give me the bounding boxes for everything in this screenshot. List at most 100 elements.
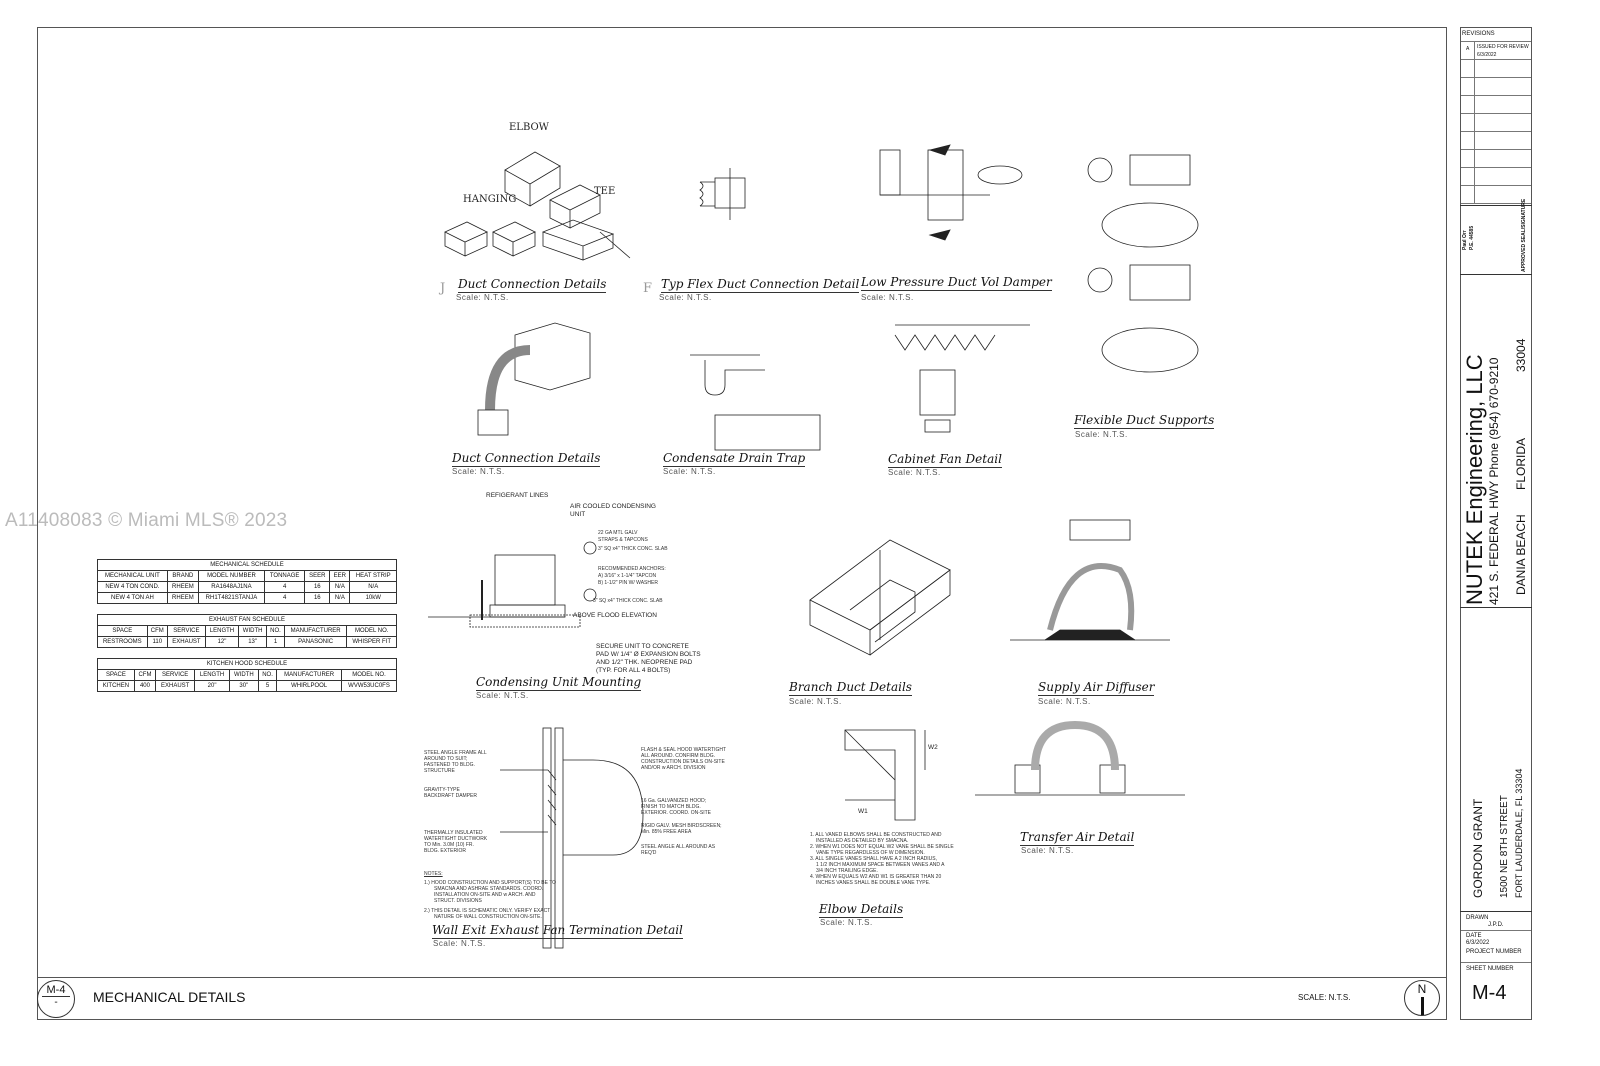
detail-scale-condensate: Scale: N.T.S. (663, 467, 716, 476)
schedule-header: SPACE (97, 669, 135, 681)
detail-title-elbow: Elbow Details (819, 902, 904, 918)
seal-box (1460, 205, 1532, 275)
schedule-header: CFM (146, 625, 168, 637)
schedule-header: WIDTH (238, 625, 268, 637)
wee-label: FASTENED TO BLDG. (424, 762, 475, 768)
schedule-header: SERVICE (166, 625, 206, 637)
flexible-duct-support-drawing (1087, 154, 1199, 373)
detail-title-damper: Low Pressure Duct Vol Damper (861, 275, 1052, 291)
table-row: KITCHEN 400 EXHAUST 20" 30" 5 WHIRLPOOL … (97, 680, 397, 692)
rev-line (1461, 149, 1531, 150)
cum-label: (TYP. FOR ALL 4 BOLTS) (596, 667, 671, 674)
wee-note: STRUCT. DIVISIONS (434, 898, 482, 904)
detail-scale-flex-supports: Scale: N.T.S. (1075, 430, 1128, 439)
wee-label: EXTERIOR. COORD. ON-SITE (641, 810, 712, 816)
schedule-header: WIDTH (228, 669, 259, 681)
detail-title-condensate: Condensate Drain Trap (663, 451, 806, 467)
detail-scale-f: Scale: N.T.S. (659, 293, 712, 302)
detail-scale-branch-duct: Scale: N.T.S. (789, 697, 842, 706)
cum-label: 22 GA MTL GALV (598, 530, 638, 536)
schedule-header: BRAND (166, 570, 199, 582)
elbow-note: 3/4 INCH TRAILING EDGE. (816, 868, 878, 874)
wee-label: FLASH & SEAL HOOD WATERTIGHT (641, 747, 727, 753)
cum-label: 3" SQ x4" THICK CONC. SLAB (593, 598, 663, 604)
elbow-note: VANE TYPE REGARDLESS OF W DIMENSION. (816, 850, 925, 856)
north-arrow-icon: N (1404, 980, 1440, 1016)
schedule-cell: 12" (204, 636, 240, 648)
sheet-id: M-4 (42, 984, 70, 997)
schedule-header: NO. (266, 625, 285, 637)
schedule-header: NO. (257, 669, 278, 681)
schedule-cell: N/A (349, 581, 397, 593)
cum-label: AIR COOLED CONDENSING (570, 503, 656, 510)
wee-label: REQ'D (641, 850, 657, 856)
rev-desc: ISSUED FOR REVIEW (1477, 44, 1529, 50)
flex-duct-drawing-f (699, 168, 746, 220)
drawn-value: J.P.D. (1488, 922, 1504, 928)
supply-air-diffuser-drawing (1010, 519, 1170, 641)
detail-scale-damper: Scale: N.T.S. (861, 293, 914, 302)
detail-scale-transfer-air: Scale: N.T.S. (1021, 846, 1074, 855)
wee-label: AROUND TO SUIT; (424, 756, 468, 762)
rev-line (1461, 113, 1531, 114)
drawing-canvas (428, 144, 1199, 949)
firm-zip: 33004 (1514, 338, 1528, 372)
detail-title-j: Duct Connection Details (458, 277, 607, 293)
seal-label: APPROVED SEAL/SIGNATURE (1521, 198, 1527, 272)
duct-connection-drawing-j (444, 151, 631, 261)
schedule-header: SPACE (97, 625, 148, 637)
firm-city: DANIA BEACH (1514, 514, 1528, 595)
seal-name: Paul Orr (1462, 230, 1468, 250)
detail-letter-f: F (643, 281, 653, 296)
schedule-cell: 110 (146, 636, 168, 648)
schedule-cell: RHEEM (166, 581, 199, 593)
condensing-unit-drawing (428, 541, 597, 628)
wee-label: TO Min. 3.0M (10) FR. (424, 842, 474, 848)
rev-mark: A (1466, 46, 1470, 52)
table-row: RESTROOMS 110 EXHAUST 12" 13" 1 PANASONI… (97, 636, 397, 648)
rev-line (1461, 95, 1531, 96)
schedule-header: CFM (133, 669, 157, 681)
branch-duct-drawing (809, 539, 951, 656)
cabinet-fan-drawing (894, 324, 1030, 433)
sheet-border (37, 27, 1447, 1020)
rev-line (1461, 167, 1531, 168)
detail-scale-elbow: Scale: N.T.S. (820, 918, 873, 927)
firm-name: NUTEK Engineering, LLC (1462, 354, 1487, 605)
schedule-header: HEAT STRIP (349, 570, 397, 582)
table-row: NEW 4 TON COND. RHEEM RA1648AJ1NA 4 16 N… (97, 581, 397, 593)
watermark: A11408083 © Miami MLS® 2023 (5, 510, 288, 531)
schedule-cell: WHIRLPOOL (276, 680, 343, 692)
wee-label: STEEL ANGLE FRAME ALL (424, 750, 487, 756)
wee-label: GRAVITY-TYPE (424, 787, 460, 793)
wee-note: SMACNA AND ASHRAE STANDARDS. COORD. (434, 886, 544, 892)
cum-label: 3" SQ x4" THICK CONC. SLAB (598, 546, 668, 552)
wee-label: BLDG. EXTERIOR (424, 848, 466, 854)
firm-state: FLORIDA (1514, 437, 1528, 490)
detail-letter-j: J (440, 281, 446, 296)
seal-number: P.E. 44585 (1469, 225, 1475, 250)
elbow-note: 3. ALL SINGLE VANES SHALL HAVE A 2 INCH … (810, 856, 937, 862)
schedule-header: LENGTH (194, 669, 230, 681)
rev-line (1461, 185, 1531, 186)
schedule-cell: 5 (257, 680, 278, 692)
wee-label: Min. 85% FREE AREA (641, 829, 692, 835)
cum-label: UNIT (570, 511, 586, 518)
wee-label: 16 Ga. GALVANIZED HOOD; (641, 798, 707, 804)
firm-box (1460, 278, 1532, 608)
schedule-cell: 20" (194, 680, 230, 692)
hanging-label: HANGING (463, 194, 517, 205)
bottom-separator (37, 977, 1447, 978)
client-name: GORDON GRANT (1471, 798, 1485, 898)
elbow-drawing (844, 729, 926, 821)
cum-label: ABOVE FLOOD ELEVATION (573, 612, 657, 619)
schedule-cell: 4 (263, 581, 306, 593)
wee-notes-head: NOTES: (424, 871, 443, 877)
elbow-note: INSTALLED AS DETAILED BY SMACNA. (816, 838, 909, 844)
exhaust-termination-drawing (500, 727, 644, 949)
exhaust-fan-schedule: EXHAUST FAN SCHEDULE SPACE CFM SERVICE L… (97, 614, 397, 648)
cum-label: REFIGERANT LINES (486, 492, 549, 499)
rev-date: 6/3/2022 (1477, 52, 1497, 58)
schedule-header: MODEL NUMBER (197, 570, 265, 582)
client-address-1: 1500 NE 8TH STREET (1499, 795, 1510, 898)
